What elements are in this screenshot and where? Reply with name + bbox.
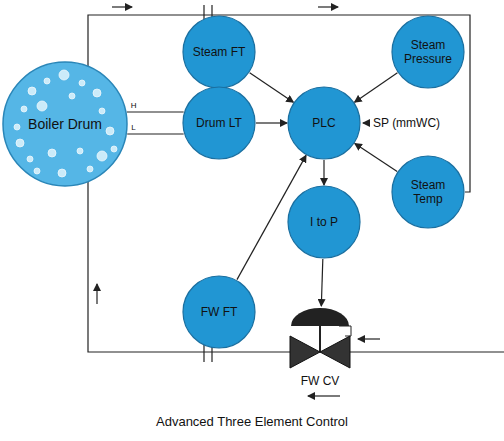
flow-arrow: [112, 6, 132, 7]
converter-circle: I to P: [287, 185, 361, 259]
boiler-drum: Boiler Drum: [2, 61, 128, 187]
tap-label: H: [130, 101, 138, 110]
transmitter-circle: Steam Temp: [391, 155, 465, 229]
setpoint-label: SP (mmWC): [373, 116, 440, 130]
flow-arrow: [358, 338, 380, 339]
control-valve: FW CV: [285, 306, 355, 390]
flow-arrow: [318, 6, 338, 7]
signal-arrow: [256, 122, 287, 123]
caption: Advanced Three Element Control: [0, 414, 504, 430]
node-label: Drum LT: [196, 116, 242, 130]
signal-arrow: [355, 143, 397, 171]
signal-arrow: [355, 73, 398, 102]
signal-arrow: [250, 73, 294, 103]
setpoint-arrow: [363, 122, 370, 123]
transmitter-circle: Steam FT: [182, 15, 256, 89]
transmitter-circle: FW FT: [182, 275, 256, 349]
flow-arrow: [96, 284, 97, 304]
transmitter-circle: Steam Pressure: [391, 15, 465, 89]
node-label: FW CV: [301, 374, 340, 388]
node-label: Boiler Drum: [28, 116, 102, 132]
impulse-line: [127, 133, 183, 134]
tap-label: L: [130, 123, 136, 132]
transmitter-circle: Drum LT: [182, 86, 256, 160]
impulse-line: [127, 111, 184, 112]
signal-arrow: [321, 259, 322, 306]
controller-circle: PLC: [287, 86, 361, 160]
flow-arrow: [308, 395, 340, 396]
node-label: I to P: [310, 215, 338, 229]
node-label: PLC: [312, 116, 335, 130]
node-label: Steam Temp: [400, 178, 456, 206]
node-label: Steam FT: [193, 45, 246, 59]
signal-arrow: [323, 160, 324, 185]
node-label: Steam Pressure: [400, 38, 456, 66]
node-label: FW FT: [201, 305, 238, 319]
